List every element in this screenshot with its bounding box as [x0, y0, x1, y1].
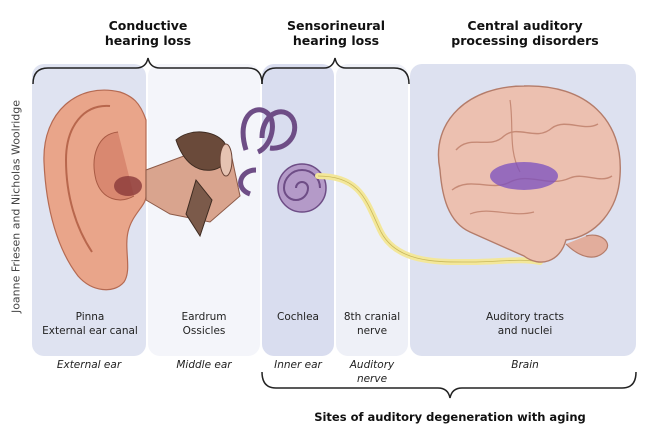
middle-ear-label: Middle ear: [148, 358, 260, 372]
pinna-label: Pinna External ear canal: [28, 310, 152, 338]
eardrum-label: Eardrum Ossicles: [150, 310, 258, 338]
auditory-cortex-highlight: [490, 162, 558, 190]
brain-illustration: [438, 86, 620, 262]
conductive-brace: [33, 58, 262, 84]
cranial-nerve-label: 8th cranial nerve: [334, 310, 410, 338]
external-ear-label: External ear: [30, 358, 148, 372]
bottom-brace: [262, 372, 636, 398]
cochlea-illustration: [278, 164, 326, 212]
sensorineural-heading: Sensorineural hearing loss: [270, 18, 402, 48]
middle-ear-illustration: [146, 132, 240, 236]
illustration-credit: Joanne Friesen and Nicholas Woolridge: [10, 87, 23, 327]
brain-label: Brain: [460, 358, 590, 372]
cochlea-label: Cochlea: [262, 310, 334, 324]
auditory-nerve-label: Auditory nerve: [334, 358, 410, 386]
conductive-heading: Conductive hearing loss: [88, 18, 208, 48]
central-heading: Central auditory processing disorders: [440, 18, 610, 48]
auditory-tracts-label: Auditory tracts and nuclei: [460, 310, 590, 338]
degeneration-caption: Sites of auditory degeneration with agin…: [290, 410, 610, 425]
inner-ear-label: Inner ear: [262, 358, 334, 372]
sensorineural-brace: [262, 58, 409, 84]
top-braces: [33, 58, 409, 84]
pinna-illustration: [44, 90, 146, 290]
